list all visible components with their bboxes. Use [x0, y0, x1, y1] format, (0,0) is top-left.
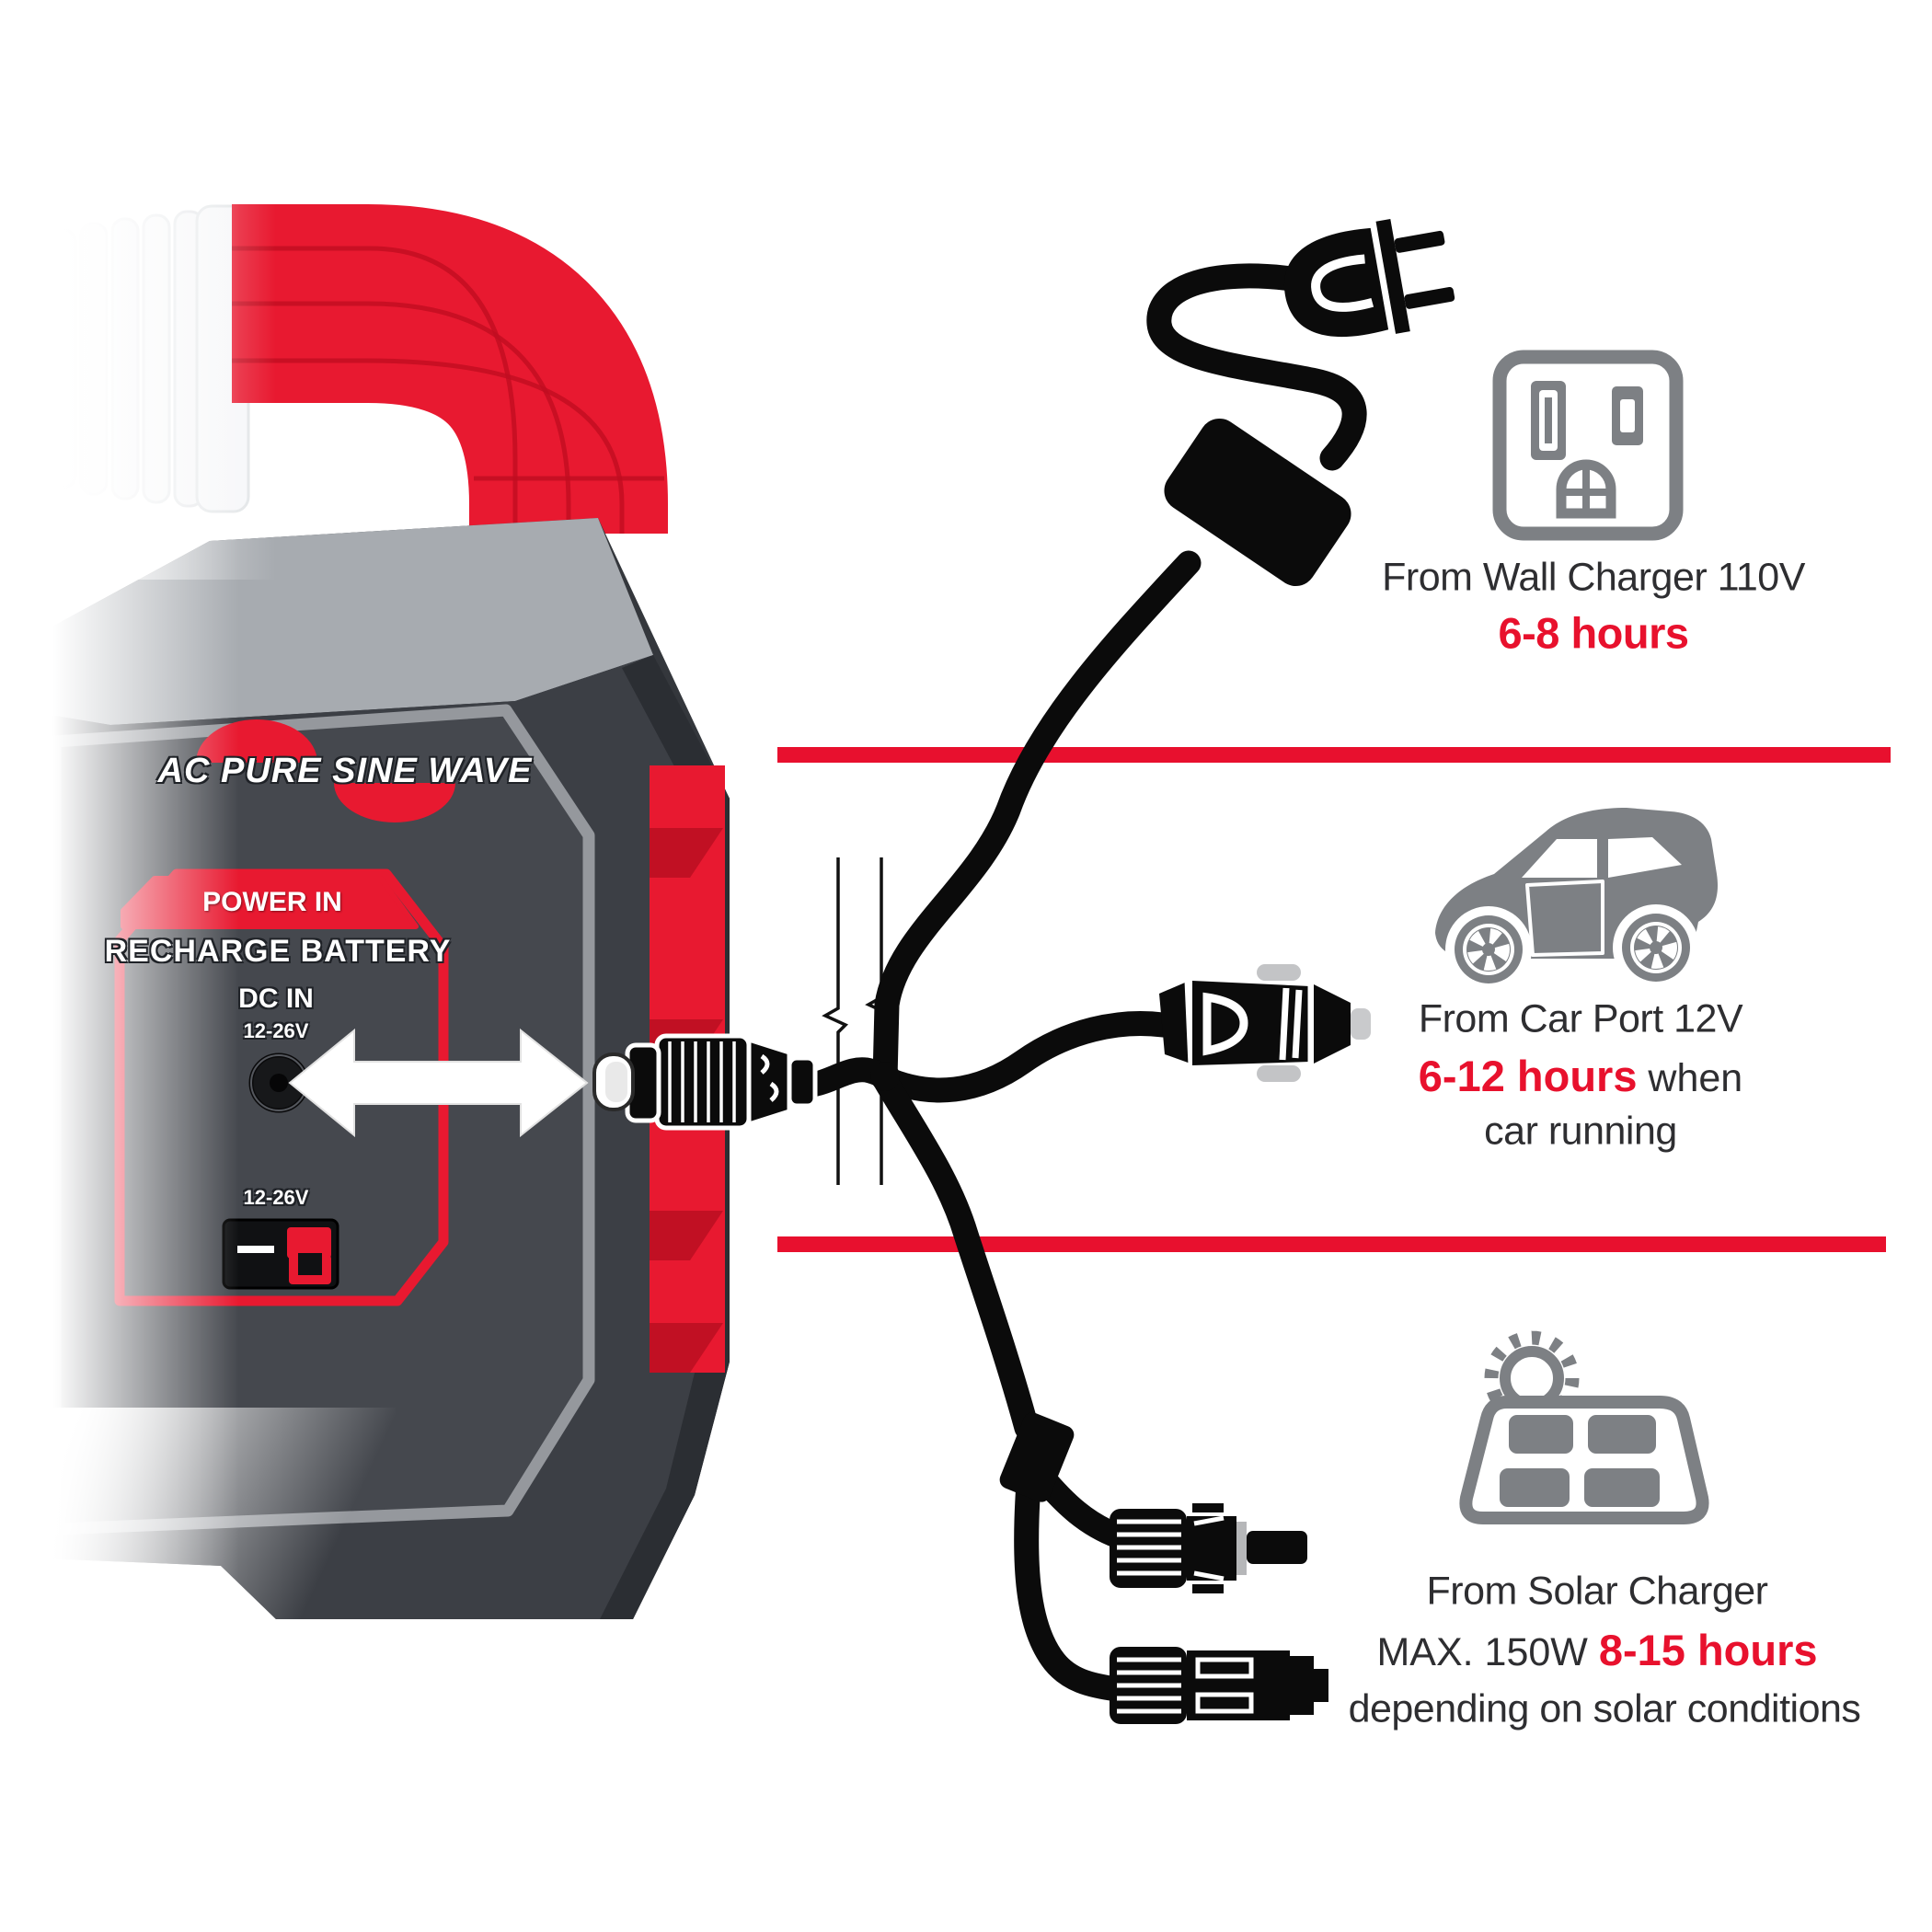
car-wheel-icon: [1455, 915, 1523, 983]
device-dc-in-voltage: 12-26V: [243, 1019, 309, 1042]
car-charger-cable: [872, 1011, 1176, 1103]
device-recharge-label: RECHARGE BATTERY: [104, 934, 452, 969]
car-port-duration-line: 6-12 hours when: [1419, 1054, 1742, 1098]
device-power-in-label: POWER IN: [202, 887, 342, 917]
double-arrow-icon: [288, 1028, 589, 1138]
wall-charger-cable: [872, 550, 1202, 1091]
device-red-grip-strip: [650, 765, 725, 1373]
solar-charger-note: depending on solar conditions: [1348, 1686, 1861, 1731]
solar-charger-title: From Solar Charger: [1426, 1569, 1768, 1614]
device-right-rim: [600, 655, 730, 1619]
solar-charger-max-power: MAX. 150W: [1376, 1630, 1599, 1674]
car-port-note: car running: [1484, 1109, 1677, 1154]
mc4-female-connector-icon: [1110, 1647, 1328, 1724]
device-dc-in-label: DC IN: [238, 983, 314, 1014]
solar-panel-sun-icon: [1459, 1330, 1709, 1524]
dc-barrel-connector-icon: [592, 1033, 818, 1131]
car-icon: [1435, 808, 1719, 993]
car-port-title: From Car Port 12V: [1418, 996, 1743, 1041]
wall-outlet-icon: [1492, 350, 1684, 541]
car-port-duration-suffix: when: [1637, 1056, 1743, 1100]
car-port-duration: 6-12 hours: [1418, 1052, 1638, 1100]
divider-line-top: [777, 747, 1891, 763]
device-badge-label: AC PURE SINE WAVE: [157, 752, 533, 790]
cable-junction: [870, 1062, 900, 1091]
wall-charger-title: From Wall Charger 110V: [1382, 555, 1805, 600]
badge-swoosh-bottom: [334, 783, 455, 822]
ac-plug-icon: [1283, 219, 1455, 338]
solar-charger-duration-line: MAX. 150W 8-15 hours: [1376, 1628, 1817, 1673]
car-lighter-plug-icon: [1159, 964, 1371, 1082]
divider-line-bottom: [777, 1236, 1886, 1252]
cable-tape-wrap: [999, 1412, 1075, 1502]
device-inner-panel: [49, 704, 595, 1535]
mc4-male-connector-icon: [1110, 1503, 1307, 1593]
solar-charger-duration: 8-15 hours: [1598, 1626, 1818, 1674]
thread-connector: [50, 204, 250, 513]
power-adapter-brick: [1164, 418, 1351, 587]
wall-plug-cord: [1146, 263, 1367, 471]
wall-charger-duration: 6-8 hours: [1498, 608, 1689, 658]
aux-power-connector: [222, 1218, 339, 1290]
device-aux-voltage: 12-26V: [243, 1186, 309, 1209]
car-wheel-icon: [1622, 914, 1690, 982]
solar-branch-cable-2: [1014, 1470, 1130, 1702]
solar-charger-cable: [872, 1067, 1040, 1441]
red-handle: [232, 204, 668, 534]
